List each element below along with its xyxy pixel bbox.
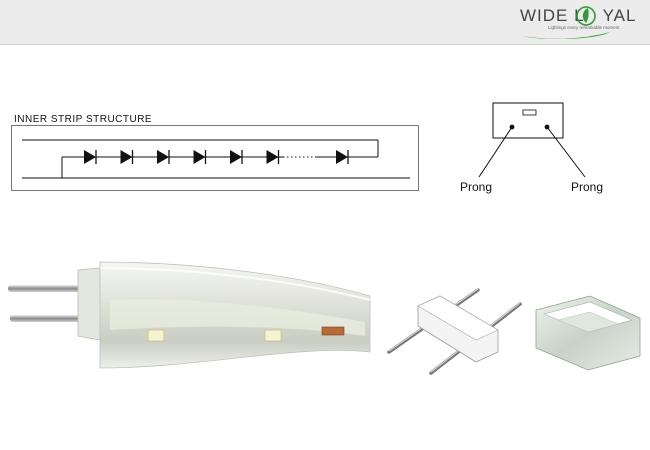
- prong-left-leader: [478, 126, 513, 178]
- diode-1-triangle: [84, 150, 96, 164]
- end-cap-photo: [535, 295, 641, 371]
- prong-left-label: Prong: [460, 180, 493, 194]
- prong-right-leader: [546, 126, 586, 178]
- connector-slot: [522, 109, 537, 116]
- led-strip-photo: [8, 261, 371, 369]
- brand-tagline: Lightings every remarkable moment: [548, 25, 620, 30]
- swoosh-icon: [522, 32, 610, 39]
- diode-end-1-triangle: [336, 150, 348, 164]
- diode-4-triangle: [193, 150, 206, 164]
- header-bar: WIDE L YAL Lightings every remarkable mom…: [0, 0, 650, 45]
- brand-name-left: WIDE L: [520, 6, 585, 25]
- strip-structure-title: INNER STRIP STRUCTURE: [14, 114, 153, 125]
- diode-2-triangle: [120, 150, 133, 164]
- diode-5-triangle: [230, 150, 242, 164]
- diode-6-triangle: [266, 150, 279, 164]
- brand-name-right: YAL: [602, 6, 637, 25]
- prong-right-label: Prong: [571, 180, 604, 194]
- leaf-icon: [576, 6, 596, 26]
- brand-logo[interactable]: WIDE L YAL Lightings every remarkable mom…: [520, 6, 640, 40]
- connector-pin-photo: [387, 288, 522, 375]
- strip-structure-panel: [11, 125, 419, 191]
- diode-3-triangle: [157, 150, 169, 164]
- brand-name: WIDE L YAL: [520, 6, 636, 26]
